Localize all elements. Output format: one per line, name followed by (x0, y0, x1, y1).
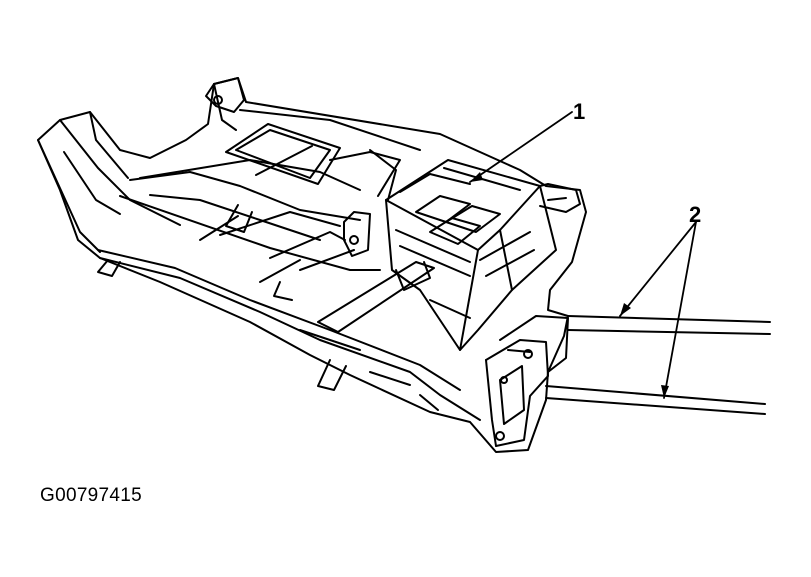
figure-id: G00797415 (40, 485, 143, 506)
bracket-mid (343, 211, 371, 257)
callout-2-label: 2 (689, 202, 702, 227)
cables (545, 315, 771, 415)
box-housing (385, 159, 581, 351)
mounting-tray (37, 77, 587, 453)
bracket-left (205, 77, 245, 113)
connector-block (485, 315, 569, 447)
callout-1-label: 1 (573, 99, 586, 124)
leader-lines (469, 111, 697, 399)
cross-bar (317, 261, 435, 333)
